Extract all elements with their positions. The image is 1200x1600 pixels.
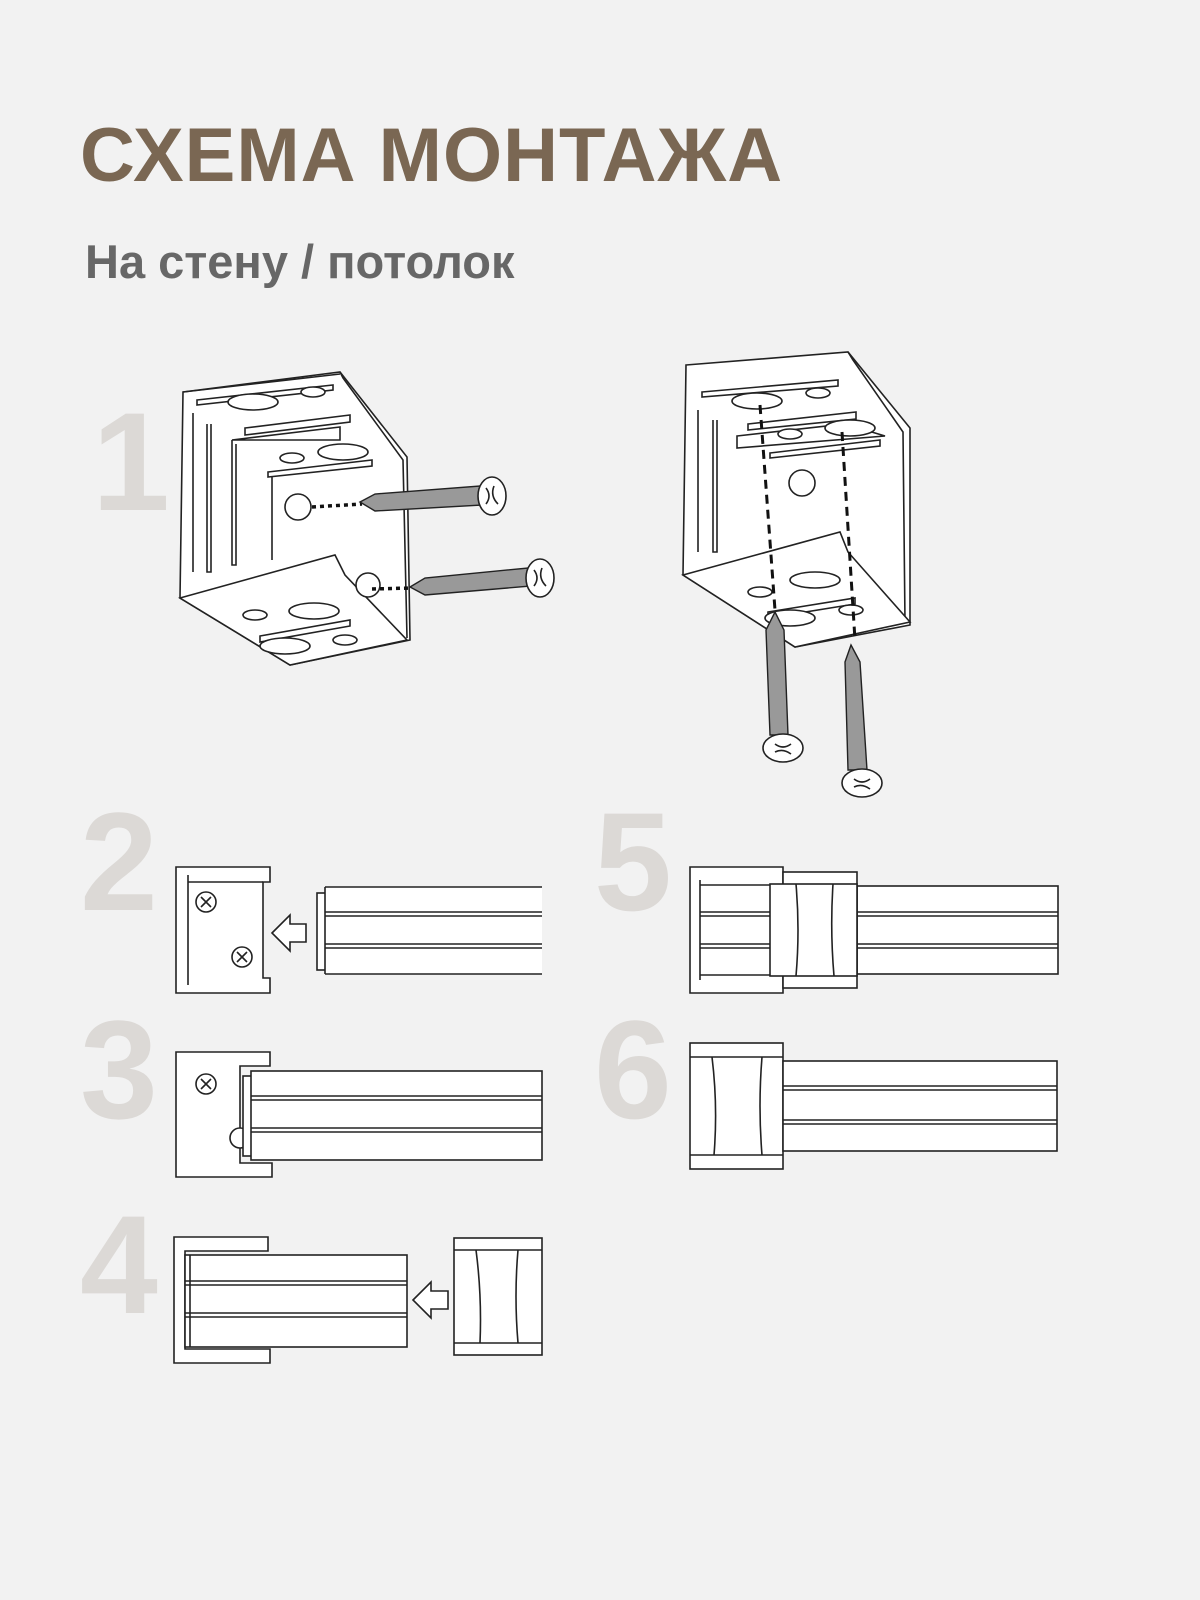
screw-icon — [762, 610, 804, 763]
page-subtitle: На стену / потолок — [85, 235, 515, 288]
arrow-left-icon — [411, 1280, 449, 1320]
arrow-left-icon — [270, 913, 307, 953]
bracket-wall-mount-icon — [178, 371, 413, 666]
step-number-6: 6 — [594, 991, 672, 1148]
screw-icon — [408, 558, 555, 598]
step-2-illustration — [175, 866, 542, 994]
step-number-5: 5 — [594, 783, 672, 940]
step-3-illustration — [175, 1051, 543, 1178]
page-title: СХЕМА МОНТАЖА — [80, 113, 784, 198]
step-number-1: 1 — [92, 383, 170, 540]
step-6-illustration — [689, 1042, 1058, 1170]
screw-icon — [841, 643, 883, 798]
step-number-2: 2 — [80, 783, 158, 940]
step-4-illustration — [173, 1236, 543, 1364]
screw-icon — [358, 476, 507, 516]
step-5-illustration — [689, 866, 1059, 994]
step-number-4: 4 — [80, 1186, 158, 1343]
step-number-3: 3 — [80, 991, 158, 1148]
bracket-ceiling-mount-icon — [681, 351, 912, 648]
